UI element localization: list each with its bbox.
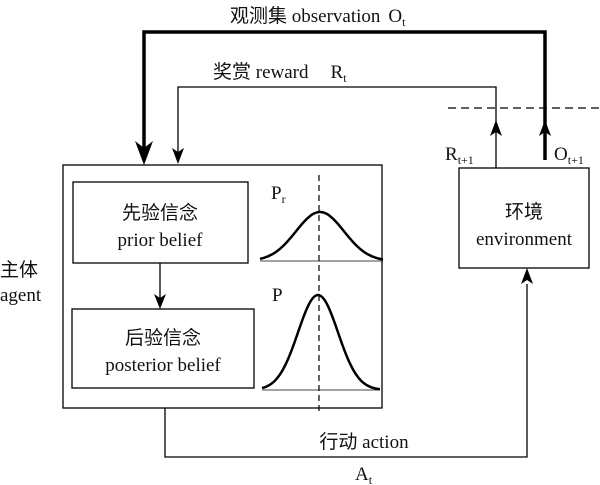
environment-zh: 环境 (505, 201, 543, 223)
observation-next-label: Ot+1 (554, 144, 584, 167)
prior-distribution-curve (259, 210, 384, 261)
observation-loop-line (142, 30, 547, 160)
prior-to-posterior-arrowhead (154, 294, 166, 309)
observation-arrowhead-up (539, 120, 551, 136)
agent-label-zh: 主体 (0, 259, 38, 281)
posterior-curve-label: P (272, 285, 283, 306)
agent-label-en: agent (0, 285, 42, 306)
action-label: 行动 action (319, 431, 409, 453)
posterior-belief-en: posterior belief (105, 355, 221, 376)
action-loop-line (164, 284, 528, 458)
posterior-distribution-curve (261, 293, 381, 391)
prior-belief-en: prior belief (118, 230, 204, 251)
reward-arrowhead-down (172, 148, 184, 164)
action-arrowhead-up (521, 268, 533, 284)
posterior-belief-zh: 后验信念 (125, 326, 201, 349)
posterior-belief-box (71, 308, 255, 389)
prior-curve-label: Pr (271, 183, 286, 206)
action-symbol: At (355, 464, 373, 485)
prior-belief-zh: 先验信念 (122, 201, 198, 224)
environment-en: environment (476, 229, 573, 250)
reward-next-label: Rt+1 (445, 144, 474, 167)
agent-box (62, 164, 383, 409)
observation-arrowhead-down (135, 141, 153, 165)
environment-box (458, 167, 590, 269)
reward-arrowhead-up (490, 120, 502, 136)
